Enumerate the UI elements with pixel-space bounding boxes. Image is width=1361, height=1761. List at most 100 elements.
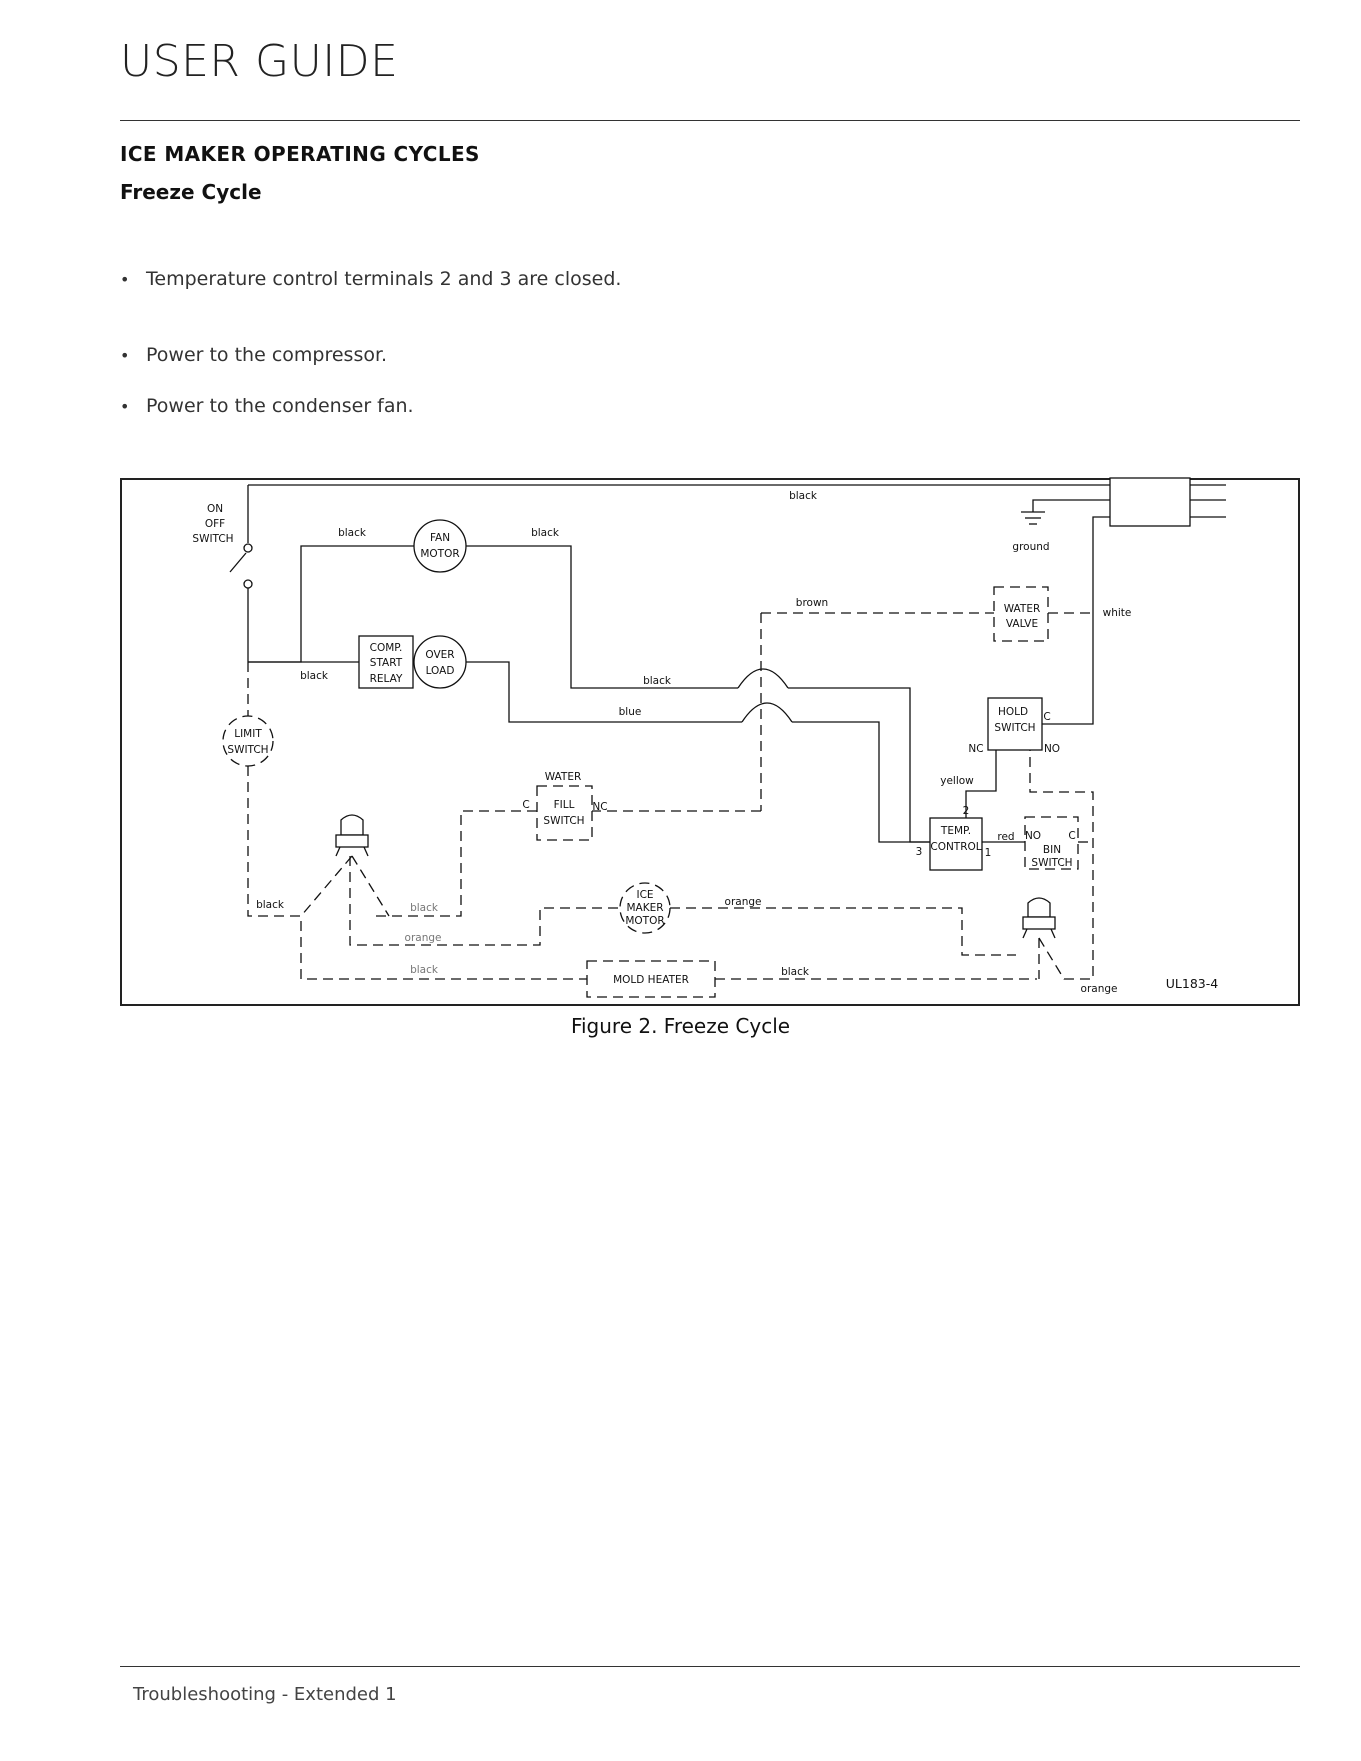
water-fill-switch [536,785,593,841]
wire-thermo-left-a [300,855,353,917]
figure-caption: Figure 2. Freeze Cycle [570,1014,791,1038]
comp-start-relay [358,635,414,689]
overload [413,635,467,689]
mold-heater-label: MOLD HEATER [613,974,689,986]
wire-label-red: red [997,831,1014,843]
overload-label-1: OVER [425,649,454,661]
hold-switch-label-2: SWITCH [994,722,1035,734]
wire-label-white: white [1103,607,1132,619]
water-valve-label-2: VALVE [1006,618,1038,630]
section-subtitle: Freeze Cycle [120,180,262,204]
water-fill-switch-label-1: FILL [554,799,575,811]
relay-label-1: COMP. [370,642,403,654]
wire-crossover-blue [741,702,793,723]
temp-control-label-2: CONTROL [930,841,981,853]
wire-label-brown: brown [796,597,828,609]
wire-fill-c [376,810,537,917]
switch-contact-upper [243,543,253,553]
wire-ground [1032,499,1110,512]
wire-label-black-low: black [410,964,439,976]
limit-switch-label-1: LIMIT [234,728,262,740]
wire-thermo-left-b [351,855,390,917]
wire-blue [466,661,742,723]
wire-label-relay-left: black [300,670,329,682]
wire-crossover-black [737,668,789,689]
wire-blue-to-temp [792,721,930,843]
wire-label-mid-black: black [643,675,672,687]
hold-switch [987,697,1043,751]
temp-terminal-3: 3 [916,846,923,858]
temp-terminal-1: 1 [985,847,992,859]
relay-label-2: START [370,657,403,669]
wire-black-to-temp [788,687,930,843]
wire-label-yellow: yellow [940,775,974,787]
page-header-title: USER GUIDE [120,36,399,87]
thermostat-right-icon [1022,897,1056,939]
bullet-icon: • [120,270,130,289]
wire-label-fan-right: black [531,527,560,539]
hold-terminal-no: NO [1044,743,1060,755]
list-item: • Power to the compressor. [120,344,387,366]
wiring-diagram-frame [120,478,1300,1006]
wire-orange-corner [1029,750,1094,980]
temp-control-label-1: TEMP. [940,825,971,837]
on-off-switch-label-2: OFF [205,518,225,530]
list-item: •Power to the condenser fan. [120,395,414,417]
bin-switch-label-1: BIN [1043,844,1061,856]
footer-text: Troubleshooting - Extended 1 [133,1684,397,1705]
water-valve [993,586,1049,642]
limit-switch-label-2: SWITCH [227,744,268,756]
bullet-text: Temperature control terminals 2 and 3 ar… [146,268,622,290]
fan-motor-label-1: FAN [430,532,450,544]
hold-terminal-nc: NC [968,743,983,755]
wire-label-blue: blue [619,706,642,718]
temp-terminal-2: 2 [963,805,970,817]
wire-label-orange-low: orange [405,932,442,944]
fan-motor-label-2: MOTOR [420,548,459,560]
wire-fan-right [466,545,738,689]
header-rule [120,120,1300,121]
bin-switch-label-2: SWITCH [1031,857,1072,869]
on-off-switch-label-3: SWITCH [192,533,233,545]
bin-terminal-c: C [1068,830,1075,842]
fill-terminal-nc: NC [592,801,607,813]
temp-control [929,817,983,871]
footer-rule [120,1666,1300,1667]
wire-label-thermo-black: black [410,902,439,914]
section-title: ICE MAKER OPERATING CYCLES [120,142,480,166]
ice-maker-motor-label-1: ICE [636,889,653,901]
water-fill-switch-title: WATER [545,771,582,783]
wire-limit-bottom [247,766,587,980]
wire-label-limit-bottom: black [256,899,285,911]
fan-motor [413,519,467,573]
overload-label-2: LOAD [426,665,455,677]
wire-yellow [965,750,997,818]
wire-label-orange-motor: orange [725,896,762,908]
ground-icon [1021,511,1045,525]
wire-label-top-black: black [789,490,818,502]
ice-maker-motor-label-2: MAKER [626,902,663,914]
list-item: • Temperature control terminals 2 and 3 a… [120,268,621,290]
wire-label-fan-left: black [338,527,367,539]
wire-orange-motor [670,907,1016,956]
limit-switch [222,715,274,767]
wiring-diagram: ON OFF SWITCH black black black FAN MOTO… [192,477,1226,998]
switch-lever [229,552,247,573]
wire-label-orange-corner: orange [1081,983,1118,995]
water-valve-label-1: WATER [1004,603,1041,615]
wire-white [1042,516,1110,725]
figure-id-label: UL183-4 [1166,976,1218,991]
wire-orange-low [349,856,620,946]
bullet-icon: • [120,397,130,416]
bin-terminal-no: NO [1025,830,1041,842]
bullet-text: Power to the compressor. [146,344,388,366]
wire-label-heater-right: black [781,966,810,978]
ice-maker-motor-label-3: MOTOR [625,915,664,927]
fill-terminal-c: C [522,799,529,811]
switch-contact-lower [243,579,253,589]
wire-label-ground: ground [1012,541,1049,553]
water-fill-switch-label-2: SWITCH [543,815,584,827]
hold-terminal-c: C [1043,711,1050,723]
mold-heater [586,960,716,998]
bullet-icon: • [120,346,130,365]
